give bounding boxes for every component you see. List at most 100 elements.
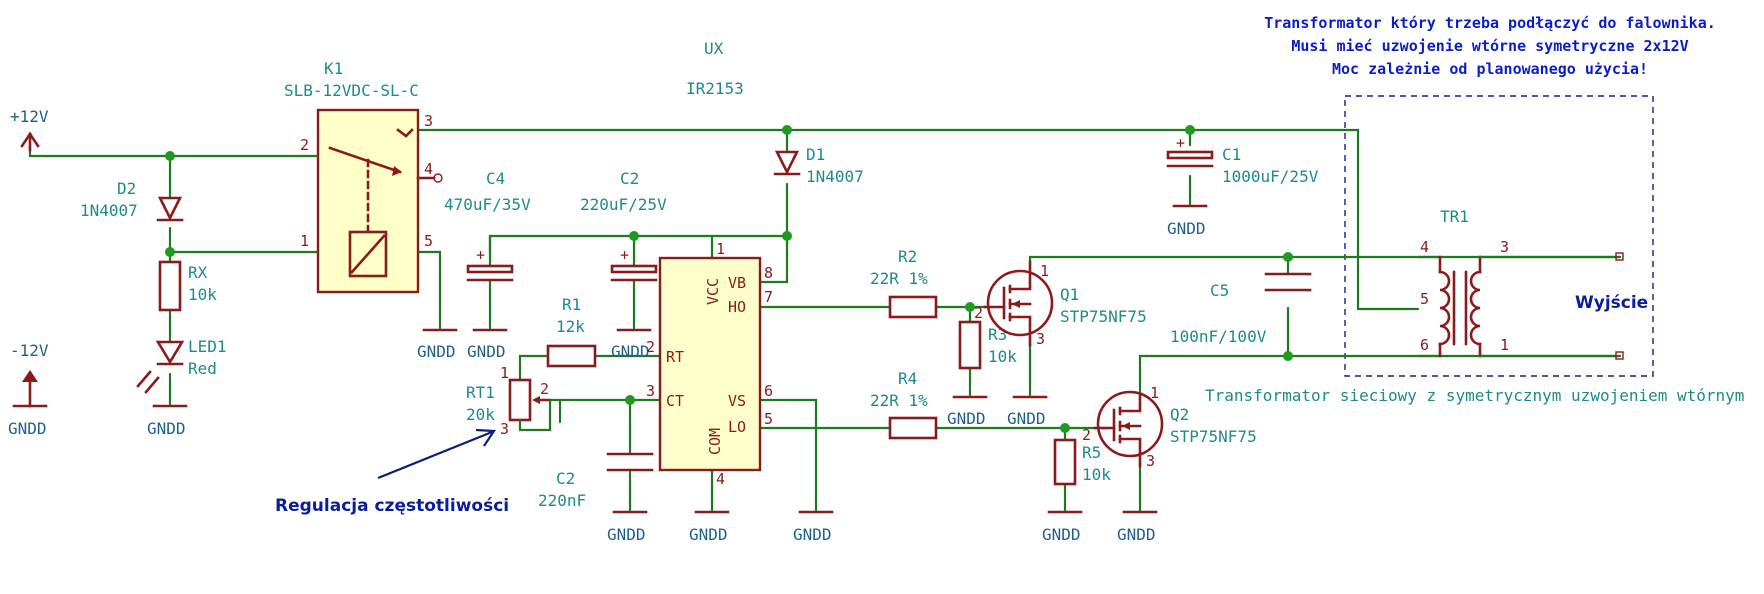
- frequency-arrow: [377, 428, 496, 480]
- ux-pin-1: 1: [716, 240, 725, 258]
- ux-pin-6: 6: [764, 382, 773, 400]
- rt1-pin-2: 2: [540, 380, 549, 398]
- r1-ref: R1: [562, 295, 581, 314]
- r5-ref: R5: [1082, 443, 1101, 462]
- diode-d2: D2 1N4007: [80, 179, 184, 222]
- wires: [28, 128, 1622, 512]
- r3-ref: R3: [988, 325, 1007, 344]
- rt1-ref: RT1: [466, 383, 495, 402]
- gnd-label-9: GNDD: [607, 525, 646, 544]
- resistor-r5: R5 10k: [1053, 438, 1111, 486]
- relay-k1: 2 1 3 4 5 K1 SLB-12VDC-SL-C: [284, 59, 443, 294]
- gnd-symbols: GNDD GNDD GNDD GNDD GNDD GNDD GNDD GNDD …: [147, 204, 1208, 544]
- r4-value: 22R 1%: [870, 391, 928, 410]
- tr1-ref: TR1: [1440, 207, 1469, 226]
- c2a-ref: C2: [620, 169, 639, 188]
- r3-value: 10k: [988, 347, 1017, 366]
- c4-ref: C4: [486, 169, 505, 188]
- gnd-label-5: GNDD: [611, 342, 650, 361]
- gnd-label-11: GNDD: [793, 525, 832, 544]
- plus12v-symbol: +12V: [10, 107, 49, 152]
- resistor-r4: R4 22R 1%: [870, 369, 938, 440]
- r5-value: 10k: [1082, 465, 1111, 484]
- d1-value: 1N4007: [806, 167, 864, 186]
- led-led1: LED1 Red: [136, 337, 227, 394]
- gnd-label-6: GNDD: [1167, 219, 1206, 238]
- ux-value: IR2153: [686, 79, 744, 98]
- ux-pin-ho-name: HO: [728, 298, 746, 316]
- q1-ref: Q1: [1060, 285, 1079, 304]
- mosfet-q2: 1 2 3 Q2 STP75NF75: [1082, 384, 1257, 470]
- resistor-r2: R2 22R 1%: [870, 247, 938, 319]
- ux-pin-7: 7: [764, 288, 773, 306]
- tr1-pin-6: 6: [1420, 336, 1429, 354]
- k1-pin-2: 2: [300, 136, 309, 154]
- capacitor-c2-ceramic: C2 220nF: [538, 452, 654, 510]
- q2-pin-1: 1: [1150, 384, 1159, 402]
- q1-pin-3: 3: [1036, 330, 1045, 348]
- resistor-rx: RX 10k: [158, 260, 217, 312]
- d2-value: 1N4007: [80, 201, 138, 220]
- capacitor-c2-electrolytic: + C2 220uF/25V: [580, 169, 667, 282]
- ux-pin-2: 2: [646, 338, 655, 356]
- ux-pin-ct-name: CT: [666, 392, 684, 410]
- k1-pin-5: 5: [424, 232, 433, 250]
- ux-ref: UX: [704, 39, 724, 58]
- diode-d1: D1 1N4007: [773, 145, 864, 186]
- gnd-label-13: GNDD: [1117, 525, 1156, 544]
- gnd-label-2: GNDD: [147, 419, 186, 438]
- gnd-label-4: GNDD: [467, 342, 506, 361]
- plus12v-label: +12V: [10, 107, 49, 126]
- gnd-label-8: GNDD: [1007, 409, 1046, 428]
- ux-pin-vcc-name: VCC: [704, 278, 722, 305]
- transformer-dashed-box: [1344, 95, 1654, 377]
- transformer-note-line-3: Moc zależnie od planowanego użycia!: [1332, 60, 1648, 78]
- transformer-note-line-1: Transformator który trzeba podłączyć do …: [1264, 14, 1716, 32]
- gnd-label-3: GNDD: [417, 342, 456, 361]
- q2-value: STP75NF75: [1170, 427, 1257, 446]
- tr1-pin-5: 5: [1420, 290, 1429, 308]
- svg-text:+: +: [1176, 134, 1185, 152]
- ux-pin-rt-name: RT: [666, 348, 684, 366]
- rt1-value: 20k: [466, 405, 495, 424]
- r4-ref: R4: [898, 369, 917, 388]
- k1-pin-3: 3: [424, 112, 433, 130]
- ux-pin-5: 5: [764, 410, 773, 428]
- q2-pin-3: 3: [1146, 452, 1155, 470]
- capacitor-c4: + C4 470uF/35V: [444, 169, 531, 282]
- rx-ref: RX: [188, 263, 208, 282]
- capacitor-c5: C5 100nF/100V: [1170, 272, 1312, 346]
- k1-pin-4: 4: [424, 160, 433, 178]
- q2-pin-2: 2: [1082, 426, 1091, 444]
- rt1-pin-3: 3: [500, 420, 509, 438]
- k1-pin-1: 1: [300, 232, 309, 250]
- frequency-note: Regulacja częstotliwości: [275, 496, 509, 516]
- gnd-label-12: GNDD: [1042, 525, 1081, 544]
- transformer-note-line-2: Musi mieć uzwojenie wtórne symetryczne 2…: [1291, 37, 1688, 55]
- k1-value: SLB-12VDC-SL-C: [284, 81, 419, 100]
- tr1-pin-4: 4: [1420, 238, 1429, 256]
- gnd-label-7: GNDD: [947, 409, 986, 428]
- c1-value: 1000uF/25V: [1222, 167, 1319, 186]
- k1-ref: K1: [324, 59, 343, 78]
- rt1-pin-1: 1: [500, 364, 509, 382]
- r2-ref: R2: [898, 247, 917, 266]
- ux-pin-com-name: COM: [706, 428, 724, 455]
- d1-ref: D1: [806, 145, 825, 164]
- c5-ref: C5: [1210, 281, 1229, 300]
- q1-pin-2: 2: [974, 304, 983, 322]
- r1-value: 12k: [556, 317, 585, 336]
- capacitor-c1: + C1 1000uF/25V: [1166, 134, 1319, 186]
- q1-value: STP75NF75: [1060, 307, 1147, 326]
- resistor-r3: R3 10k: [958, 320, 1017, 370]
- gnd-label-10: GNDD: [689, 525, 728, 544]
- led1-value: Red: [188, 359, 217, 378]
- ux-pin-vb-name: VB: [728, 274, 746, 292]
- c4-value: 470uF/35V: [444, 195, 531, 214]
- gnd-label-1: GNDD: [8, 419, 47, 438]
- q1-pin-1: 1: [1040, 262, 1049, 280]
- potentiometer-rt1: 1 2 3 RT1 20k: [466, 364, 552, 438]
- rx-value: 10k: [188, 285, 217, 304]
- c2b-ref: C2: [556, 469, 575, 488]
- svg-text:+: +: [620, 246, 629, 264]
